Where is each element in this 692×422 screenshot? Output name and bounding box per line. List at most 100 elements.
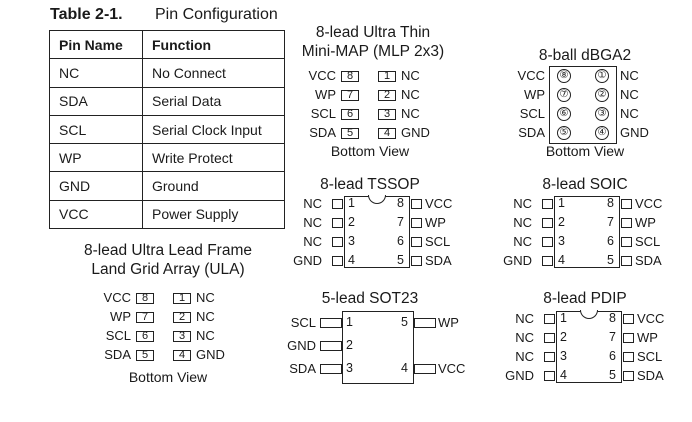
ball: ⑧ <box>557 69 571 83</box>
pin-lead <box>544 352 555 362</box>
pin-number: 8 <box>607 196 614 210</box>
pin-name-cell: GND <box>49 171 143 201</box>
pad: 5 <box>136 350 154 361</box>
pin-lead <box>544 371 555 381</box>
pin-number: 1 <box>348 196 355 210</box>
pin-label: NC <box>303 234 322 249</box>
pad: 7 <box>341 90 359 101</box>
pin-label: NC <box>620 68 639 83</box>
pin-label: SDA <box>289 361 316 376</box>
pad: 2 <box>173 312 191 323</box>
table-header-row: Pin Name Function <box>49 29 285 60</box>
pin-number: 2 <box>346 338 353 352</box>
ball: ④ <box>595 126 609 140</box>
pin-label: NC <box>513 234 532 249</box>
pin-label: SDA <box>635 253 662 268</box>
pin-lead <box>414 364 436 374</box>
pin-label: WP <box>635 215 656 230</box>
sot23-title: 5-lead SOT23 <box>321 290 419 307</box>
pin-number: 1 <box>560 311 567 325</box>
package-outline <box>549 66 617 144</box>
pin-lead <box>411 218 422 228</box>
pin-label: NC <box>196 309 215 324</box>
pin-name-cell: VCC <box>49 199 143 230</box>
pin-number: 3 <box>348 234 355 248</box>
pin-label: SDA <box>518 125 545 140</box>
pin-lead <box>542 218 553 228</box>
pin-lead <box>623 371 634 381</box>
pin-label: SCL <box>310 106 336 121</box>
package-body <box>342 311 414 384</box>
pin-label: GND <box>196 347 225 362</box>
pad: 3 <box>378 109 396 120</box>
pad: 3 <box>173 331 191 342</box>
pin-lead <box>621 218 632 228</box>
pin-label: NC <box>515 311 534 326</box>
pin-label: NC <box>303 196 322 211</box>
pin-lead <box>542 237 553 247</box>
ula-title-line1: 8-lead Ultra Lead Frame <box>84 242 252 259</box>
pin-label: NC <box>401 106 420 121</box>
pin-number: 8 <box>609 311 616 325</box>
pad: 8 <box>136 293 154 304</box>
pin-number: 4 <box>348 253 355 267</box>
pin-lead <box>320 364 342 374</box>
pin-number: 1 <box>558 196 565 210</box>
pin-lead <box>411 256 422 266</box>
mlp-title: 8-lead Ultra Thin Mini-MAP (MLP 2x3) <box>288 23 458 61</box>
function-cell: No Connect <box>142 58 285 88</box>
pin-lead <box>332 237 343 247</box>
pin-number: 4 <box>401 361 408 375</box>
table-caption: Table 2-1. Pin Configuration <box>50 6 278 24</box>
pin-label: SDA <box>425 253 452 268</box>
ball: ③ <box>595 107 609 121</box>
ula-caption: Bottom View <box>128 369 208 385</box>
pin-label: NC <box>620 87 639 102</box>
pad: 5 <box>341 128 359 139</box>
pin-number: 7 <box>397 215 404 229</box>
pad: 6 <box>341 109 359 120</box>
pad: 8 <box>341 71 359 82</box>
pin-label: VCC <box>517 68 545 83</box>
table-title: Pin Configuration <box>155 6 278 23</box>
function-cell: Power Supply <box>142 199 285 230</box>
pin-number: 2 <box>560 330 567 344</box>
pin-lead <box>544 333 555 343</box>
pin-label: NC <box>515 330 534 345</box>
pin-label: SCL <box>290 315 316 330</box>
ball: ② <box>595 88 609 102</box>
pin-label: NC <box>196 328 215 343</box>
pin-lead <box>621 256 632 266</box>
pin-label: WP <box>425 215 446 230</box>
pin-number: 5 <box>607 253 614 267</box>
pin-number: 1 <box>346 315 353 329</box>
pin-lead <box>544 314 555 324</box>
pin-lead <box>411 199 422 209</box>
pin-label: WP <box>315 87 336 102</box>
pin-label: SDA <box>309 125 336 140</box>
pin-lead <box>621 199 632 209</box>
ball: ① <box>595 69 609 83</box>
ula-title-line2: Land Grid Array (ULA) <box>91 261 245 278</box>
pin-label: GND <box>620 125 649 140</box>
function-cell: Write Protect <box>142 143 285 173</box>
pin-lead <box>414 318 436 328</box>
pin-number: 4 <box>560 368 567 382</box>
pin-label: SCL <box>425 234 451 249</box>
table-number: Table 2-1. <box>50 6 123 23</box>
pad: 6 <box>136 331 154 342</box>
pin-number: 6 <box>609 349 616 363</box>
mlp-title-line1: 8-lead Ultra Thin <box>315 24 431 41</box>
pdip-title: 8-lead PDIP <box>543 290 627 307</box>
pin-label: SCL <box>635 234 661 249</box>
